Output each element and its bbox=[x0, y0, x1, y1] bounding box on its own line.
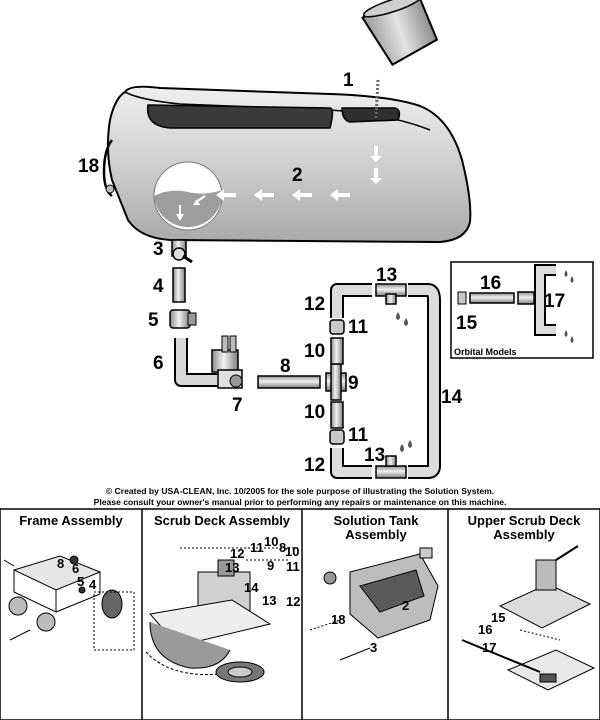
hose-10-lower bbox=[330, 401, 344, 429]
callout-10-upper: 10 bbox=[304, 341, 325, 362]
panel-title-upper-scrub-2: Assembly bbox=[493, 527, 555, 542]
upper-label-16: 16 bbox=[478, 622, 492, 637]
callout-12-upper: 12 bbox=[304, 294, 325, 315]
scrub-label-8: 8 bbox=[279, 540, 286, 555]
callout-10-lower: 10 bbox=[304, 402, 325, 423]
hose-4 bbox=[172, 267, 186, 303]
fitting-11-upper bbox=[329, 319, 345, 335]
water-drops bbox=[396, 312, 412, 452]
scrub-label-9: 9 bbox=[267, 558, 274, 573]
fitting-5 bbox=[169, 309, 197, 329]
panel-title-frame: Frame Assembly bbox=[19, 513, 123, 528]
callout-11-upper: 11 bbox=[348, 317, 369, 338]
fitting-11-lower bbox=[329, 429, 345, 445]
bucket-icon bbox=[361, 0, 439, 66]
callout-4: 4 bbox=[153, 276, 164, 297]
scrub-deck-drawing bbox=[145, 547, 300, 683]
scrub-label-13b: 13 bbox=[262, 593, 276, 608]
tank-label-2: 2 bbox=[402, 598, 409, 613]
orbital-models-label: Orbital Models bbox=[454, 347, 517, 357]
hose-10-upper bbox=[330, 337, 344, 365]
panel-title-solution-tank-1: Solution Tank bbox=[334, 513, 420, 528]
scrub-label-10b: 10 bbox=[285, 544, 299, 559]
scrub-label-13a: 13 bbox=[225, 560, 239, 575]
frame-label-5: 5 bbox=[77, 574, 84, 589]
frame-label-6: 6 bbox=[72, 561, 79, 576]
upper-label-17: 17 bbox=[482, 640, 496, 655]
tank-label-3: 3 bbox=[370, 640, 377, 655]
tee-9 bbox=[325, 363, 347, 401]
callout-13-upper: 13 bbox=[376, 265, 397, 286]
scrub-label-12a: 12 bbox=[230, 546, 244, 561]
credit-line-1: © Created by USA-CLEAN, Inc. 10/2005 for… bbox=[106, 486, 494, 496]
scrub-label-14: 14 bbox=[244, 580, 259, 595]
tee-13-upper bbox=[375, 283, 407, 305]
flow-arrows bbox=[216, 146, 382, 201]
hose-8 bbox=[257, 375, 321, 389]
panel-title-solution-tank-2: Assembly bbox=[345, 527, 407, 542]
callout-17: 17 bbox=[544, 291, 565, 312]
callout-13-lower: 13 bbox=[364, 445, 385, 466]
frame-label-8: 8 bbox=[57, 556, 64, 571]
orbital-models-inset bbox=[450, 261, 594, 359]
callout-18: 18 bbox=[78, 156, 99, 177]
callout-16: 16 bbox=[480, 273, 501, 294]
solution-tank bbox=[102, 79, 472, 244]
callout-14: 14 bbox=[441, 387, 463, 408]
callout-15: 15 bbox=[456, 313, 478, 334]
solution-tank-assembly-drawing bbox=[309, 547, 439, 661]
shutoff-valve bbox=[171, 239, 193, 264]
callout-5: 5 bbox=[148, 310, 159, 331]
credit-line-2: Please consult your owner's manual prior… bbox=[94, 497, 507, 507]
upper-scrub-deck-drawing bbox=[461, 545, 596, 691]
panel-title-scrub-deck: Scrub Deck Assembly bbox=[154, 513, 291, 528]
tank-label-18: 18 bbox=[331, 612, 345, 627]
callout-numbers: 1 2 3 4 5 6 7 8 9 10 10 11 11 12 12 13 1… bbox=[78, 70, 565, 476]
callout-11-lower: 11 bbox=[348, 425, 369, 446]
callout-1: 1 bbox=[343, 70, 354, 91]
scrub-label-12b: 12 bbox=[286, 594, 300, 609]
panel-title-upper-scrub-1: Upper Scrub Deck bbox=[468, 513, 581, 528]
scrub-label-11b: 11 bbox=[286, 559, 300, 574]
callout-2: 2 bbox=[292, 165, 303, 186]
upper-label-15: 15 bbox=[491, 610, 505, 625]
frame-label-4: 4 bbox=[89, 577, 97, 592]
scrub-label-11a: 11 bbox=[250, 540, 264, 555]
assembly-panels bbox=[0, 508, 600, 720]
callout-7: 7 bbox=[232, 395, 243, 416]
tee-13-lower bbox=[375, 455, 407, 479]
callout-9: 9 bbox=[348, 373, 359, 394]
frame-assembly-drawing bbox=[3, 555, 135, 651]
scrub-label-10a: 10 bbox=[264, 534, 278, 549]
callout-12-lower: 12 bbox=[304, 455, 325, 476]
callout-8: 8 bbox=[280, 356, 291, 377]
solenoid-valve bbox=[211, 335, 243, 389]
callout-6: 6 bbox=[153, 353, 164, 374]
callout-3: 3 bbox=[153, 239, 164, 260]
